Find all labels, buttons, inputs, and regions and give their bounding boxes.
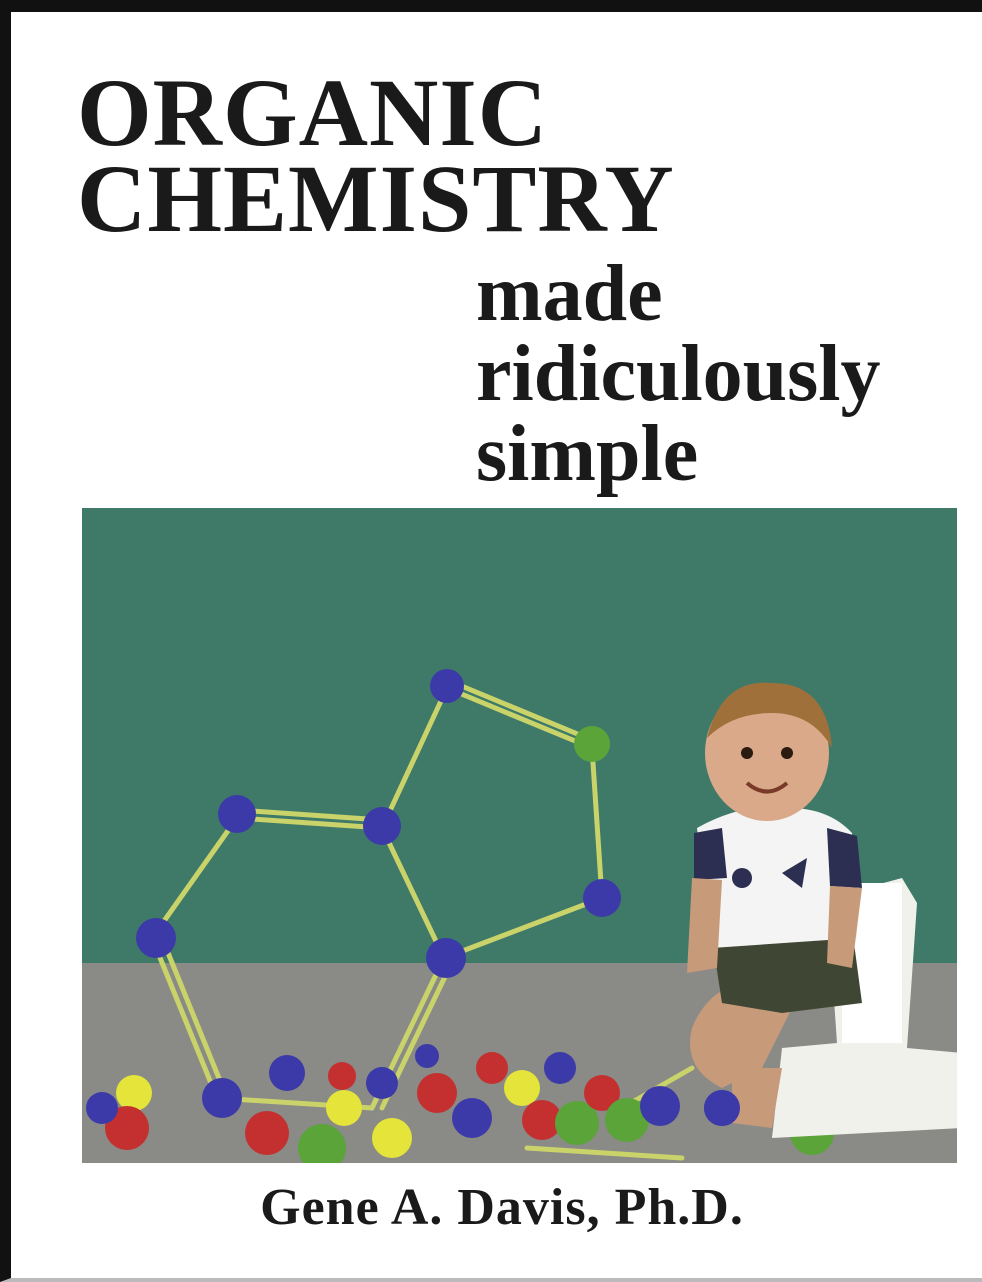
subtitle-line-3: simple xyxy=(476,410,699,498)
author-name: Gene A. Davis, Ph.D. xyxy=(260,1179,744,1236)
book-subtitle: made ridiculously simple xyxy=(476,254,881,494)
cover-photo-illustration xyxy=(82,508,957,1163)
subtitle-line-1: made xyxy=(476,250,663,338)
cover-photo xyxy=(82,508,957,1163)
subtitle-line-2: ridiculously xyxy=(476,330,881,418)
book-title: ORGANIC CHEMISTRY xyxy=(77,59,675,252)
title-line-1: ORGANIC xyxy=(77,59,549,166)
child-figure xyxy=(687,682,957,1138)
title-line-2: CHEMISTRY xyxy=(77,145,675,252)
